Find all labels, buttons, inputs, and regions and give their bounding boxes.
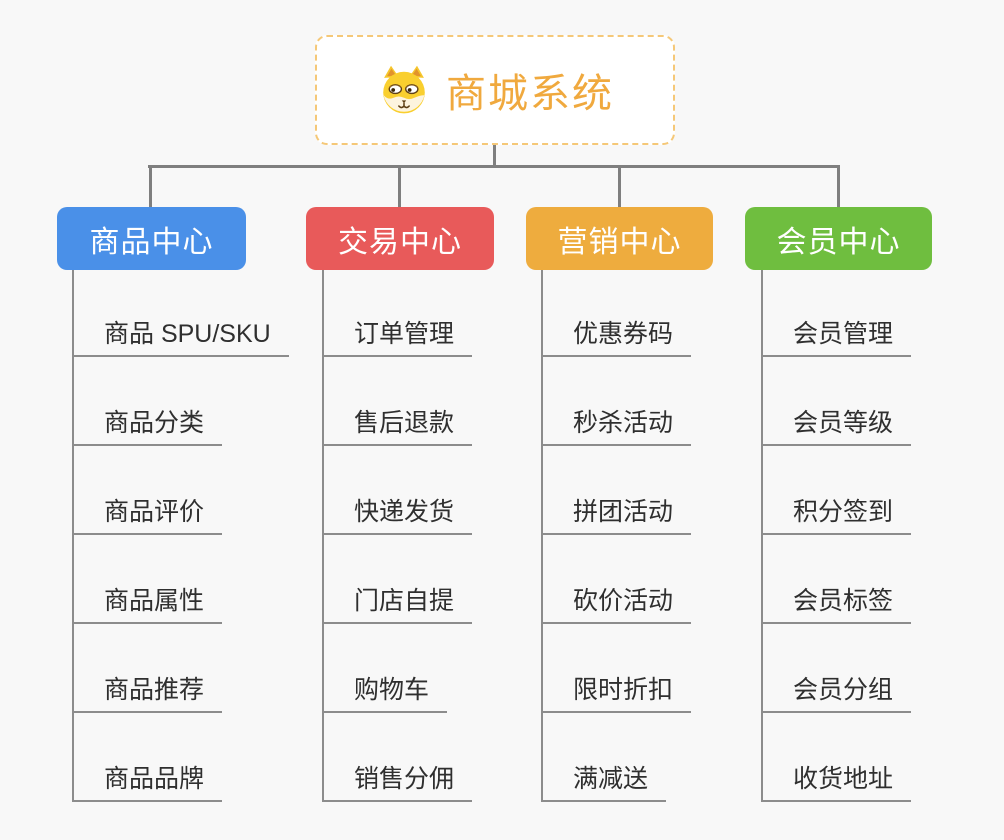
leaf-node[interactable]: 秒杀活动 — [541, 400, 692, 446]
leaf-node[interactable]: 满减送 — [541, 756, 667, 802]
leaf-node[interactable]: 商品评价 — [72, 489, 223, 535]
leaf-node[interactable]: 会员分组 — [761, 667, 912, 713]
leaf-node[interactable]: 商品属性 — [72, 578, 223, 624]
leaf-node[interactable]: 会员管理 — [761, 311, 912, 357]
root-title: 商城系统 — [446, 72, 614, 116]
branch-column-member: 会员管理 会员等级 积分签到 会员标签 会员分组 收货地址 — [761, 270, 912, 802]
branch-header-member-center[interactable]: 会员中心 — [745, 207, 932, 270]
leaf-node[interactable]: 优惠券码 — [541, 311, 692, 357]
connector-root-stem — [493, 145, 496, 167]
leaf-node[interactable]: 商品 SPU/SKU — [72, 311, 289, 357]
root-node[interactable]: 商城系统 — [315, 35, 675, 145]
connector-drop-1 — [149, 165, 152, 207]
branch-header-product-center[interactable]: 商品中心 — [57, 207, 246, 270]
leaf-node[interactable]: 限时折扣 — [541, 667, 692, 713]
branch-column-marketing: 优惠券码 秒杀活动 拼团活动 砍价活动 限时折扣 满减送 — [541, 270, 692, 802]
leaf-node[interactable]: 商品分类 — [72, 400, 223, 446]
branch-column-trade: 订单管理 售后退款 快递发货 门店自提 购物车 销售分佣 — [322, 270, 473, 802]
branch-column-product: 商品 SPU/SKU 商品分类 商品评价 商品属性 商品推荐 商品品牌 — [72, 270, 289, 802]
leaf-node[interactable]: 砍价活动 — [541, 578, 692, 624]
leaf-node[interactable]: 购物车 — [322, 667, 448, 713]
leaf-node[interactable]: 会员等级 — [761, 400, 912, 446]
dog-face-icon — [383, 65, 425, 114]
leaf-node[interactable]: 拼团活动 — [541, 489, 692, 535]
leaf-node[interactable]: 积分签到 — [761, 489, 912, 535]
leaf-node[interactable]: 门店自提 — [322, 578, 473, 624]
leaf-node[interactable]: 商品品牌 — [72, 756, 223, 802]
branch-header-trade-center[interactable]: 交易中心 — [306, 207, 494, 270]
connector-rail — [148, 165, 840, 168]
leaf-node[interactable]: 订单管理 — [322, 311, 473, 357]
leaf-node[interactable]: 收货地址 — [761, 756, 912, 802]
branch-header-marketing-center[interactable]: 营销中心 — [526, 207, 713, 270]
leaf-node[interactable]: 售后退款 — [322, 400, 473, 446]
leaf-node[interactable]: 商品推荐 — [72, 667, 223, 713]
connector-drop-3 — [618, 165, 621, 207]
connector-drop-2 — [398, 165, 401, 207]
leaf-node[interactable]: 会员标签 — [761, 578, 912, 624]
leaf-node[interactable]: 快递发货 — [322, 489, 473, 535]
leaf-node[interactable]: 销售分佣 — [322, 756, 473, 802]
connector-drop-4 — [837, 165, 840, 207]
